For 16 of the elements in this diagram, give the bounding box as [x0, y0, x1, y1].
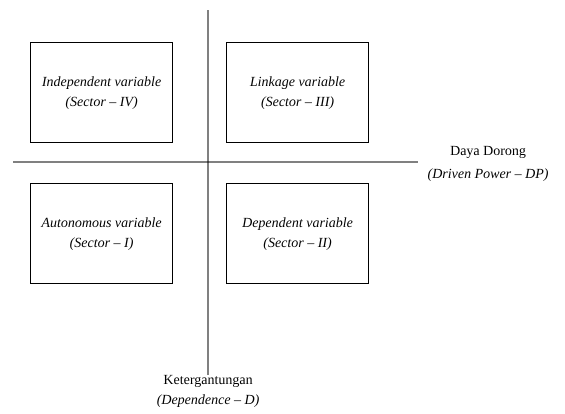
variable-label: Autonomous variable	[41, 214, 162, 232]
sector-label: (Sector – III)	[260, 94, 334, 112]
quadrant-box	[226, 42, 369, 143]
quadrant-box	[30, 183, 173, 284]
sector-label: (Sector – IV)	[65, 94, 138, 112]
sector-label: (Sector – II)	[263, 234, 332, 252]
axis-subtitle: (Driven Power – DP)	[428, 166, 548, 184]
sector-label: (Sector – I)	[70, 234, 134, 252]
quadrant-box	[226, 183, 369, 284]
variable-label: Dependent variable	[242, 214, 353, 232]
variable-label: Independent variable	[42, 74, 162, 92]
variable-label: Linkage variable	[250, 74, 346, 92]
axis-subtitle: (Dependence – D)	[156, 392, 260, 410]
quadrant-box	[30, 42, 173, 143]
axis-title: Ketergantungan	[163, 372, 253, 390]
axis-title: Daya Dorong	[450, 143, 526, 161]
